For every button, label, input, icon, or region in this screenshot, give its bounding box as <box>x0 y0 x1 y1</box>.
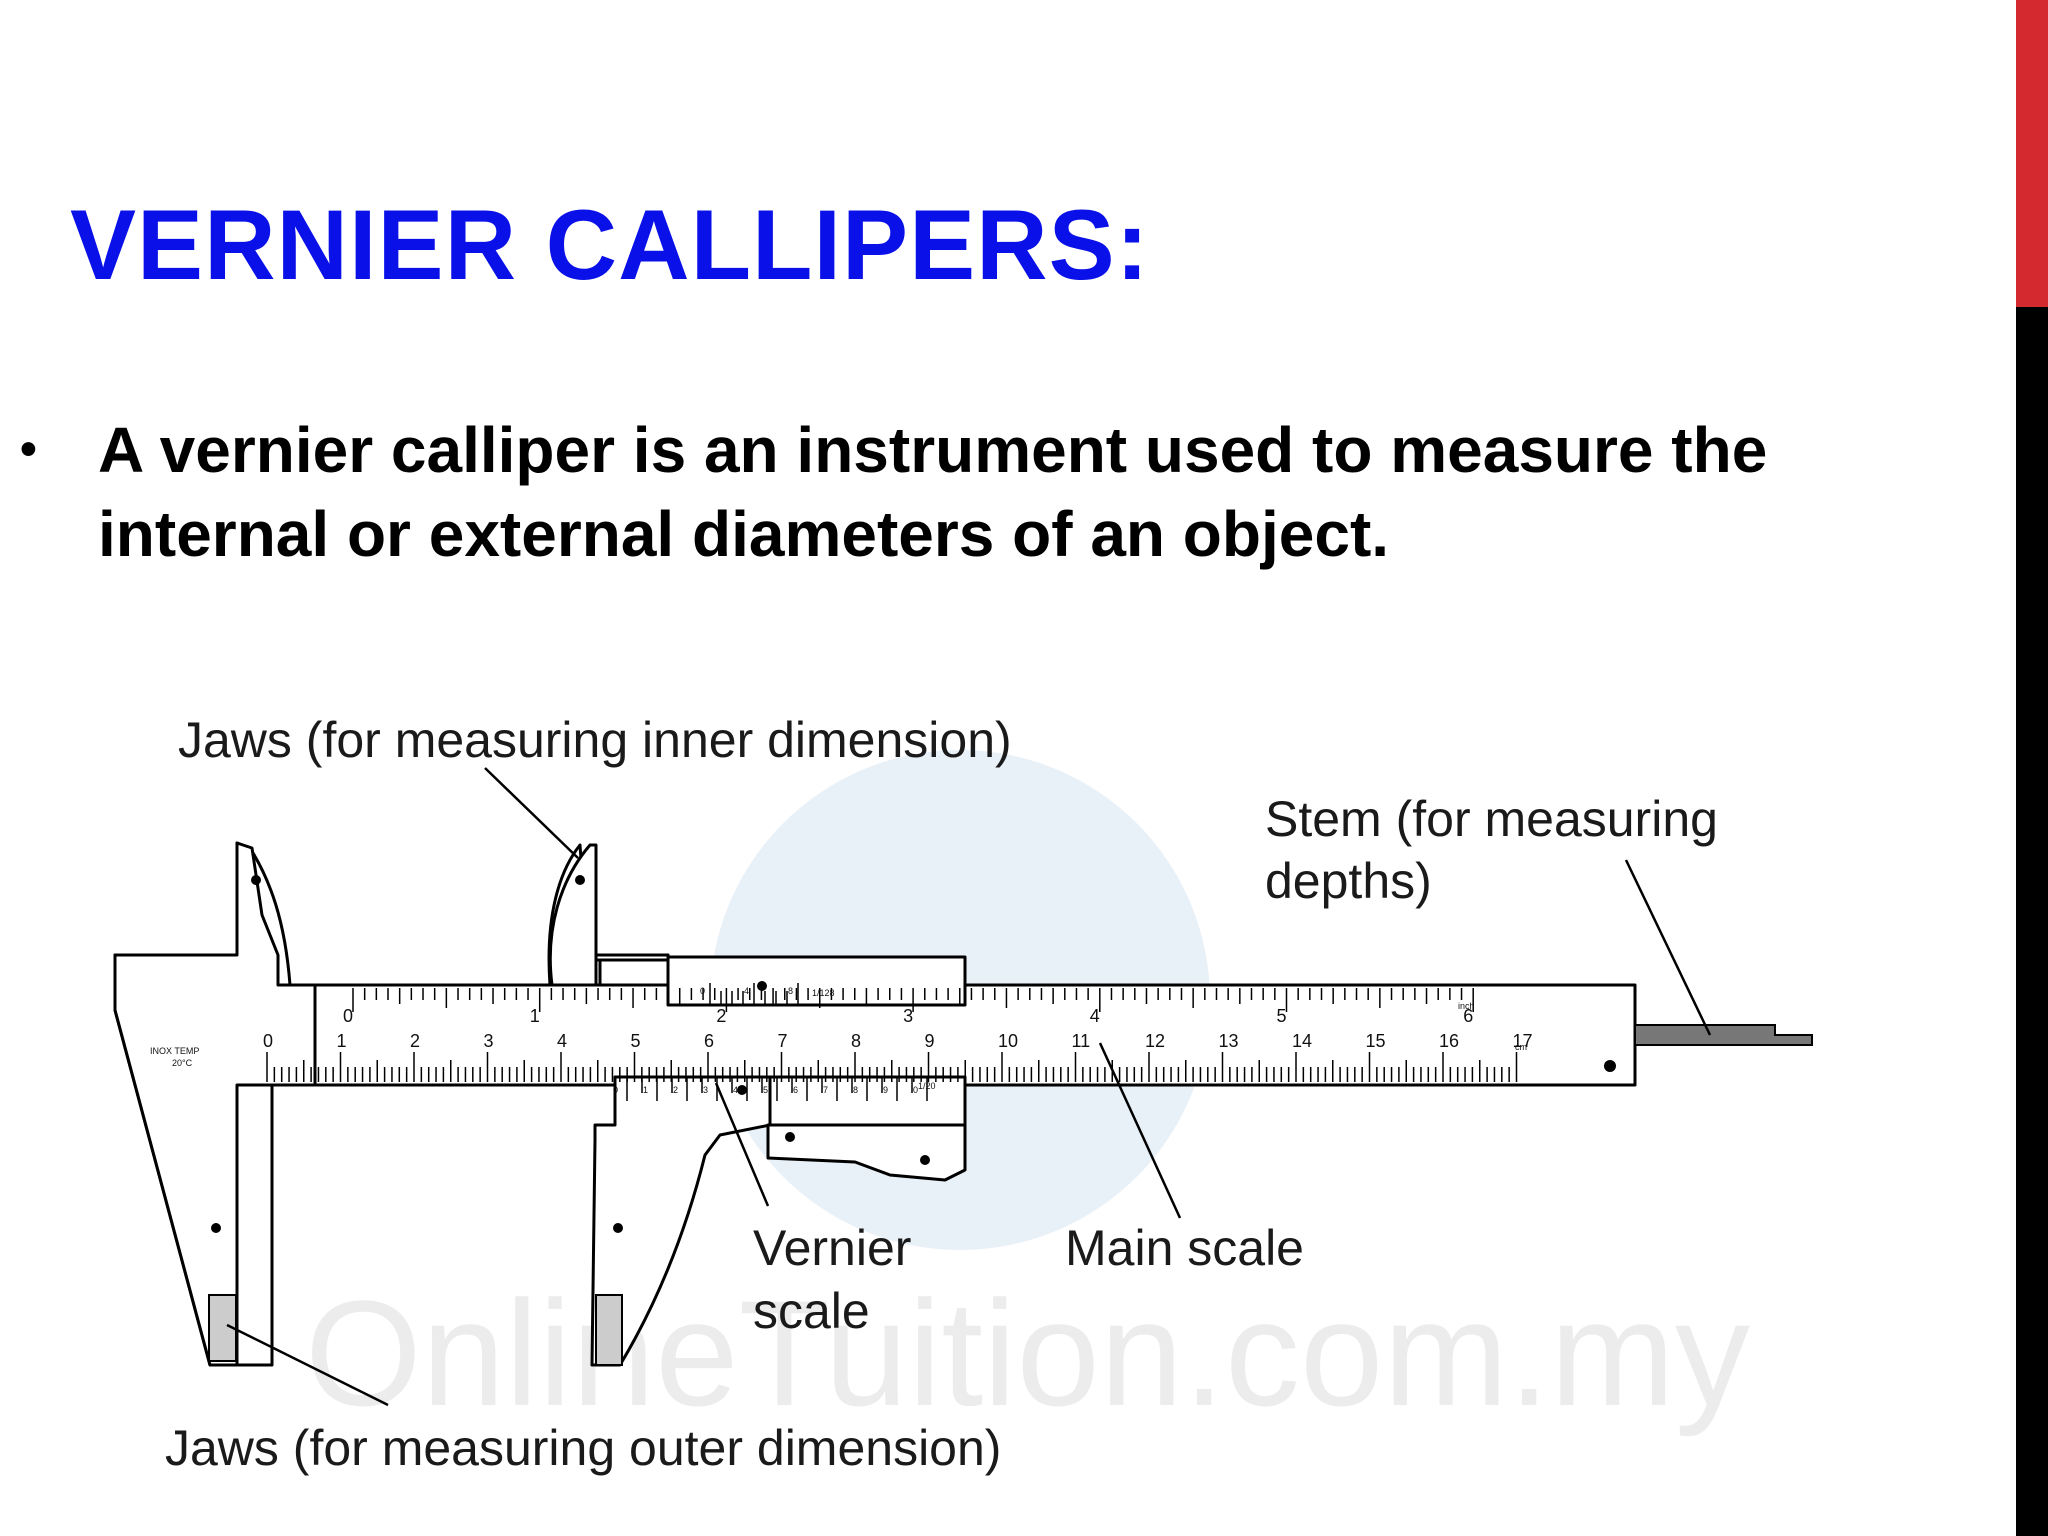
vernier-marker-dot <box>757 981 767 991</box>
main-scale-number: 1 <box>337 1031 347 1051</box>
vernier-scale-number: 7 <box>823 1085 828 1095</box>
screw-dot <box>785 1132 795 1142</box>
screw-dot <box>1604 1060 1616 1072</box>
inch-scale-number: 5 <box>1277 1006 1287 1026</box>
vernier-inch-number: 4 <box>744 986 749 996</box>
inch-scale-number: 2 <box>716 1006 726 1026</box>
thumb-grip <box>766 1123 967 1182</box>
outer-jaw-tip-fixed <box>208 1294 237 1362</box>
main-scale-number: 5 <box>631 1031 641 1051</box>
vernier-scale-numbers: 0 1 2 3 4 5 6 7 8 9 0 <box>613 1085 918 1095</box>
screw-dot <box>251 875 261 885</box>
vernier-scale-number: 0 <box>913 1085 918 1095</box>
main-scale-number: 6 <box>704 1031 714 1051</box>
label-stem-line1: Stem (for measuring <box>1265 791 1718 847</box>
main-beam <box>313 983 1637 1087</box>
vernier-inch-ticks <box>709 983 799 1005</box>
label-inner-jaws: Jaws (for measuring inner dimension) <box>178 712 1012 768</box>
bullet-marker: • <box>20 423 37 476</box>
vernier-cm-resolution: 1/20 <box>918 1081 936 1091</box>
main-scale-number: 13 <box>1219 1031 1239 1051</box>
main-scale-number: 14 <box>1292 1031 1312 1051</box>
main-scale-number: 2 <box>410 1031 420 1051</box>
main-scale-number: 7 <box>778 1031 788 1051</box>
label-outer-jaws: Jaws (for measuring outer dimension) <box>165 1420 1001 1476</box>
body-marking-line2: 20°C <box>172 1058 193 1068</box>
main-scale-number: 17 <box>1513 1031 1533 1051</box>
vernier-scale-number: 0 <box>613 1085 618 1095</box>
main-scale-ticks <box>266 1052 1518 1082</box>
outer-jaw-tip-movable <box>595 1294 623 1366</box>
leader-stem <box>1624 859 1712 1036</box>
main-scale-number: 3 <box>484 1031 494 1051</box>
vernier-scale-number: 3 <box>703 1085 708 1095</box>
main-scale-number: 8 <box>851 1031 861 1051</box>
body-marking-line1: INOX TEMP <box>150 1046 199 1056</box>
watermark-text: OnlineTuition.com.my <box>305 1269 1750 1437</box>
screw-dot <box>211 1223 221 1233</box>
main-scale-number: 15 <box>1366 1031 1386 1051</box>
inch-unit-label: inch <box>1458 1001 1475 1011</box>
vernier-scale-number: 8 <box>853 1085 858 1095</box>
vernier-scale-number: 6 <box>793 1085 798 1095</box>
vernier-inch-number: 8 <box>788 986 793 996</box>
vernier-inch-resolution: 1/128 <box>812 988 835 998</box>
label-main-scale: Main scale <box>1065 1220 1304 1276</box>
vernier-scale-number: 2 <box>673 1085 678 1095</box>
screw-dot <box>613 1223 623 1233</box>
vernier-scale-ticks <box>626 1077 928 1101</box>
main-scale-number: 4 <box>557 1031 567 1051</box>
vernier-scale-number: 4 <box>733 1085 738 1095</box>
vernier-scale-number: 1 <box>643 1085 648 1095</box>
inch-scale-number: 4 <box>1090 1006 1100 1026</box>
main-scale-number: 9 <box>925 1031 935 1051</box>
main-scale-number: 12 <box>1145 1031 1165 1051</box>
slide-title: VERNIER CALLIPERS: <box>70 189 1150 300</box>
cm-unit-label: cm <box>1515 1042 1527 1052</box>
inch-scale-number: 0 <box>343 1006 353 1026</box>
label-vernier-line1: Vernier <box>753 1220 911 1276</box>
main-scale-number: 0 <box>263 1031 273 1051</box>
inch-scale-number: 6 <box>1463 1006 1473 1026</box>
fixed-frame <box>113 841 322 1367</box>
depth-stem <box>1634 1024 1813 1046</box>
screw-dot <box>575 875 585 885</box>
vernier-marker-dot <box>737 1085 747 1095</box>
leader-vernier-scale <box>714 1082 770 1207</box>
screw-dot <box>920 1155 930 1165</box>
vernier-inch-number: 0 <box>700 986 705 996</box>
vernier-inch-numbers: 0 4 8 <box>700 986 793 996</box>
label-vernier-line2: scale <box>753 1283 870 1339</box>
leader-main-scale <box>1098 1042 1182 1219</box>
accent-bar-bottom <box>2016 307 2048 1536</box>
inch-scale-numbers: 0 1 2 3 4 5 6 <box>343 1006 1473 1026</box>
main-scale-number: 16 <box>1439 1031 1459 1051</box>
inch-scale-ticks <box>352 988 1474 1012</box>
accent-bar-top <box>2016 0 2048 307</box>
vernier-scale-number: 9 <box>883 1085 888 1095</box>
main-scale-number: 11 <box>1072 1031 1091 1051</box>
label-stem-line2: depths) <box>1265 853 1432 909</box>
vernier-slider-top <box>666 955 967 1007</box>
inch-scale-number: 1 <box>530 1006 540 1026</box>
leader-inner-jaws <box>484 767 579 859</box>
vernier-scale-number: 5 <box>763 1085 768 1095</box>
leader-outer-jaws <box>226 1323 389 1407</box>
main-scale-number: 10 <box>998 1031 1018 1051</box>
bullet-text: A vernier calliper is an instrument used… <box>98 414 1768 570</box>
inch-scale-number: 3 <box>903 1006 913 1026</box>
